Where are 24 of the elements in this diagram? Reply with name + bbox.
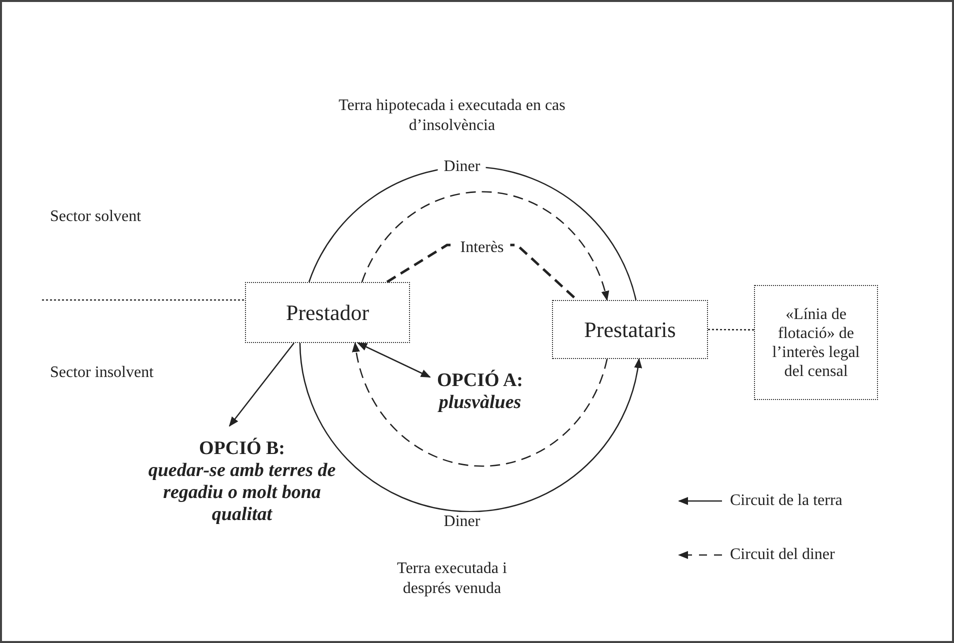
option-heading: OPCIÓ B: [198,438,286,460]
arrow [228,342,295,427]
box-label: Prestador [286,300,370,325]
sector-label: Sector insolvent [50,363,155,383]
connector-line [42,299,245,301]
annotation-text: Terra executada i després venuda [396,559,508,599]
legend-text: Circuit del diner [730,545,835,565]
dotted-box [245,282,410,343]
connector-line [308,166,637,300]
arrow [299,342,642,512]
option-heading: OPCIÓ A: [436,370,524,392]
arrow [357,342,431,378]
dotted-box [754,285,878,400]
box-label: «Línia de flotació» de l’interès legal del censal [771,304,861,380]
legend-text: Circuit de la terra [730,491,842,511]
connector-line [708,328,754,330]
annotation-text: Terra hipotecada i executada en cas d’insolvència [338,96,566,136]
sector-label: Sector solvent [50,207,142,227]
box-label: Prestataris [584,317,676,342]
option-description: plusvàlues [438,392,522,414]
arrow [361,191,609,301]
option-description: quedar-se amb terres de regadiu o molt bona qualitat [147,460,337,526]
arrow [352,342,608,467]
dotted-box [552,300,708,359]
